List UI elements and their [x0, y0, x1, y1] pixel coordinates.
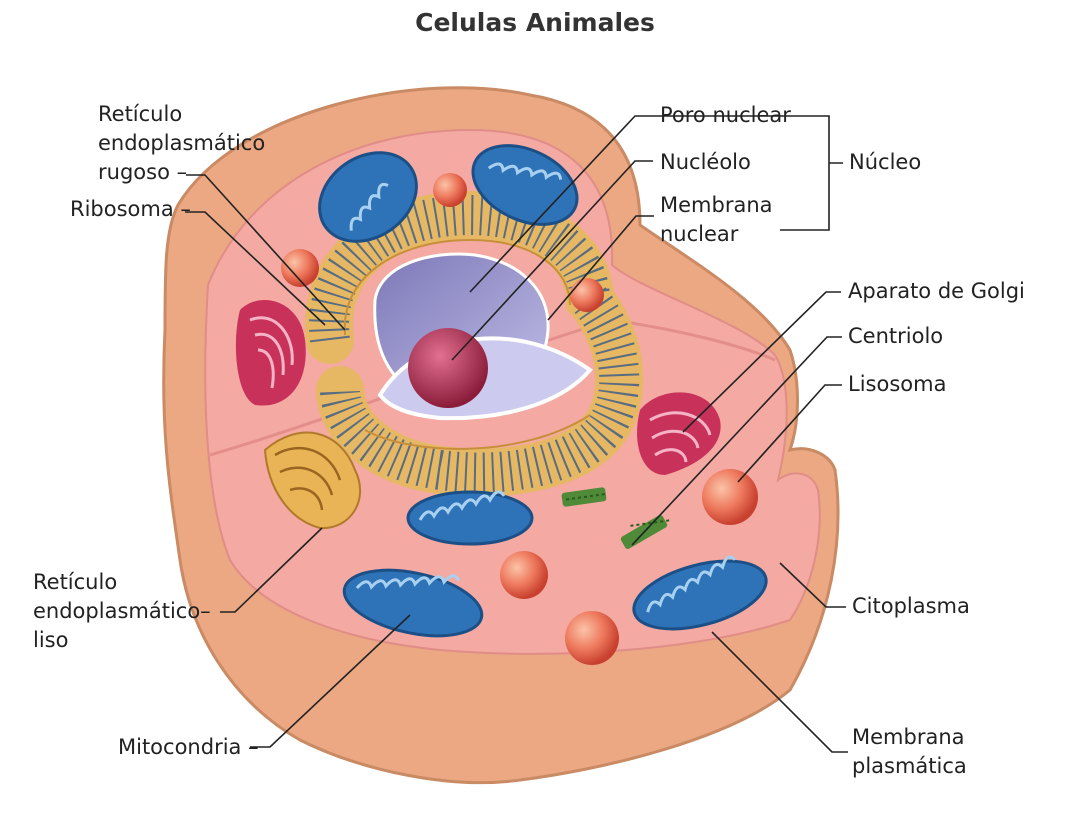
mitochondrion — [632, 555, 768, 631]
label-line: Membrana — [660, 193, 773, 217]
golgi-apparatus — [235, 300, 721, 475]
label-line: endoplasmático– — [33, 599, 211, 623]
label-line: liso — [33, 628, 69, 652]
lysosomes-group — [281, 173, 758, 665]
lysosome — [500, 551, 548, 599]
label-poro-nuclear: Poro nuclear — [660, 103, 791, 127]
label-ribosoma: Ribosoma – — [70, 197, 191, 221]
label-line: endoplasmático — [98, 131, 266, 155]
label-membrana-nuclear: Membrana nuclear — [660, 191, 773, 249]
label-membrana-plasmatica: Membrana plasmática — [852, 723, 967, 781]
label-citoplasma: Citoplasma — [852, 594, 970, 618]
label-nucleolo: Nucléolo — [660, 150, 751, 174]
label-lisosoma: Lisosoma — [848, 372, 947, 396]
label-line: Retículo — [33, 570, 118, 594]
label-mitocondria: Mitocondria – — [118, 735, 259, 759]
mitochondrion — [406, 490, 534, 546]
leader-citoplasma — [779, 562, 846, 608]
lysosome — [433, 173, 467, 207]
rough-er — [305, 190, 644, 497]
leader-lines — [185, 115, 848, 753]
lysosome — [570, 278, 604, 312]
leader-nucleolo — [451, 160, 653, 361]
nucleus — [373, 252, 593, 421]
lysosome — [702, 469, 758, 525]
leader-lisosoma — [737, 384, 842, 483]
leader-membrana-nuclear — [547, 215, 654, 321]
label-reticulo-rugoso: Retículo endoplasmático rugoso – — [98, 100, 265, 187]
cut-face-edge — [209, 318, 776, 457]
lysosome — [565, 611, 619, 665]
leader-membrana-plasmatica — [711, 631, 848, 753]
label-line: rugoso – — [98, 160, 188, 184]
leader-rer — [186, 174, 346, 331]
label-line: Membrana — [852, 725, 965, 749]
nucleo-bracket — [780, 115, 843, 231]
label-line: Retículo — [98, 102, 183, 126]
lysosome — [281, 249, 319, 287]
leader-poro — [469, 115, 803, 293]
leader-centriolo — [631, 336, 842, 546]
leader-ser — [220, 527, 323, 613]
label-line: plasmática — [852, 754, 967, 778]
label-line: nuclear — [660, 222, 739, 246]
label-aparato-golgi: Aparato de Golgi — [848, 279, 1025, 303]
leader-golgi — [682, 291, 841, 433]
label-nucleo: Núcleo — [849, 150, 922, 174]
smooth-er — [263, 431, 361, 530]
diagram-title: Celulas Animales — [415, 8, 655, 37]
label-centriolo: Centriolo — [848, 324, 944, 348]
mitochondrion — [318, 151, 418, 243]
mitochondrion — [342, 568, 484, 638]
leader-ribosoma — [185, 211, 326, 326]
nucleolus — [408, 328, 488, 408]
leader-mitocondria — [250, 614, 411, 748]
label-reticulo-liso: Retículo endoplasmático– liso — [33, 568, 211, 655]
